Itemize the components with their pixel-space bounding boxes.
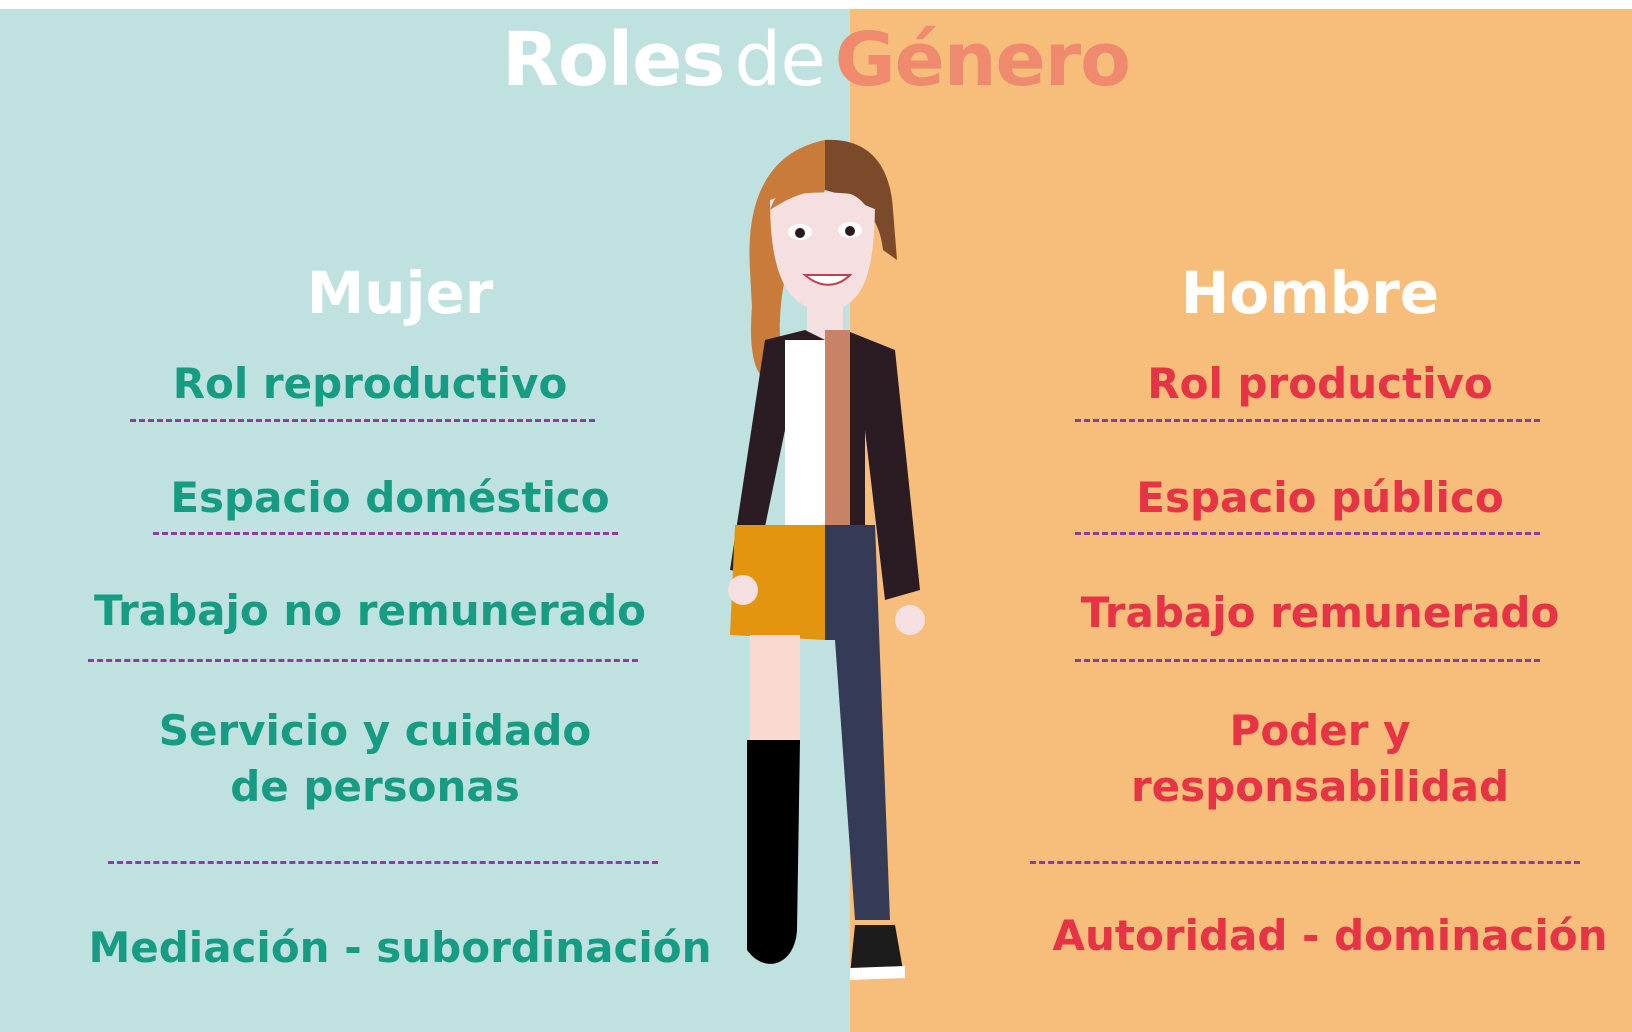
divider (153, 532, 618, 535)
mujer-item-1: Rol reproductivo (172, 359, 568, 408)
divider (1075, 419, 1540, 422)
title-roles: Roles (501, 17, 725, 103)
half-woman-half-man-illustration (728, 139, 925, 980)
face-icon (770, 192, 875, 310)
title-de: de (734, 17, 825, 103)
mujer-item-4: Servicio y cuidado de personas (158, 706, 592, 811)
mujer-item-3: Trabajo no remunerado (94, 586, 646, 635)
hombre-item-4: Poder y responsabilidad (1130, 706, 1510, 811)
trousers-icon (825, 525, 890, 920)
divider (1030, 861, 1580, 864)
hombre-item-5: Autoridad - dominación (1052, 911, 1608, 960)
divider (130, 419, 595, 422)
divider (108, 861, 658, 864)
mujer-item-2: Espacio doméstico (170, 473, 610, 522)
divider (88, 659, 638, 662)
title-genero: Género (834, 17, 1131, 103)
boot-icon (747, 740, 800, 964)
mujer-item-5: Mediación - subordinación (88, 923, 712, 972)
divider (1075, 659, 1540, 662)
smile-icon (802, 274, 853, 286)
hombre-heading: Hombre (1180, 259, 1440, 327)
hombre-item-1: Rol productivo (1147, 359, 1493, 408)
hombre-item-2: Espacio público (1136, 473, 1504, 522)
shoe-icon (850, 925, 903, 975)
mujer-heading: Mujer (306, 259, 494, 327)
divider (1075, 532, 1540, 535)
hombre-item-3: Trabajo remunerado (1080, 588, 1560, 637)
skirt-icon (730, 525, 825, 640)
